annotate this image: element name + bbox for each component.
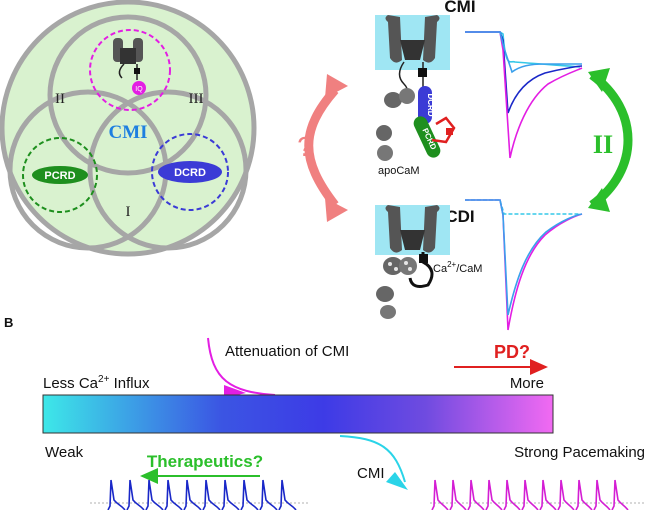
bottom-cam-lobe-2	[380, 305, 396, 319]
weak-spike	[126, 479, 145, 510]
dcrd-label: DCRD	[174, 167, 206, 179]
red-link-icon	[431, 116, 456, 144]
strong-pacemaking-label: Strong Pacemaking	[514, 444, 645, 461]
strong-spike	[485, 479, 503, 510]
top-iq-square	[418, 68, 427, 77]
apocam-label: apoCaM	[378, 165, 420, 177]
top-current-traces	[465, 31, 583, 159]
pcrd-label: PCRD	[44, 170, 75, 182]
red-square-icon	[446, 128, 453, 135]
region-i-label: I	[126, 204, 131, 220]
bottom-channel-pore	[400, 230, 425, 250]
weak-spike	[145, 479, 164, 510]
channel-schematics: ? CMI apoCaM DCRD PCRD CDI C	[297, 0, 633, 331]
weak-spike	[240, 479, 259, 510]
cmi-center-label: CMI	[108, 122, 147, 143]
strong-spike	[557, 479, 575, 510]
apocam-lobe-2	[377, 145, 393, 161]
region-iii-label: III	[189, 91, 204, 107]
venn-right-circle	[87, 89, 249, 251]
green-arrow-up-icon	[588, 68, 610, 92]
strong-spike	[449, 479, 467, 510]
weak-spike	[107, 479, 126, 510]
pd-label: PD?	[494, 342, 530, 362]
calcium-gradient-bar	[42, 394, 554, 434]
question-arrow-up-icon	[325, 74, 348, 98]
panel-b: B Attenuation of CMI PD? Less Ca2+ Influ…	[4, 315, 645, 510]
weak-spike	[164, 479, 183, 510]
question-arc	[304, 87, 339, 208]
top-channel-left-lobe	[385, 15, 402, 63]
ca-cam-label: Ca2+/CaM	[433, 260, 482, 275]
venn-top-circle	[47, 14, 209, 176]
question-arrow-down-icon	[325, 198, 348, 222]
dcrd-bar-label: DCRD	[426, 93, 435, 116]
question-mark: ?	[297, 131, 313, 162]
cmi-title: CMI	[444, 0, 475, 16]
bottom-iq-square	[419, 254, 428, 263]
pcrd-dashed-circle	[22, 137, 98, 213]
cmi-label-b: CMI	[357, 465, 385, 482]
top-cam-lobe-1	[384, 92, 402, 108]
pcrd-oval	[32, 166, 88, 184]
strong-spike	[593, 479, 611, 510]
cdi-title: CDI	[445, 207, 474, 226]
venn-outer-circle	[0, 0, 257, 257]
caCaM-lobe-1	[383, 257, 403, 275]
apocam-lobe-1	[376, 125, 392, 141]
roman-ii-green: II	[593, 130, 613, 159]
dcrd-dashed-circle	[151, 133, 229, 211]
weak-spike	[221, 479, 240, 510]
bottom-channel-right-lobe	[423, 205, 440, 253]
less-influx-label: Less Ca2+ Influx	[43, 374, 150, 392]
bottom-loop	[408, 252, 434, 288]
top-cam-lobe-2	[399, 88, 415, 104]
strong-spike	[611, 479, 629, 510]
weak-pacemaking-spikes	[107, 479, 297, 510]
attenuation-line	[207, 337, 276, 396]
top-channel-pore	[400, 40, 425, 60]
strong-spike	[575, 479, 593, 510]
bottom-current-traces	[465, 199, 583, 331]
green-arrow-down-icon	[588, 188, 610, 212]
caCaM-lobe-2	[399, 257, 417, 275]
dcrd-oval	[158, 161, 222, 183]
top-channel-right-lobe	[423, 15, 440, 63]
iq-label: IQ	[135, 86, 143, 93]
more-label: More	[510, 375, 544, 392]
cmi-arrow-icon	[386, 472, 408, 490]
strong-spike	[431, 479, 449, 510]
weak-spike	[183, 479, 202, 510]
venn-diagram: IQ II III CMI I PCRD DCRD	[0, 0, 257, 257]
bottom-channel-left-lobe	[385, 205, 402, 253]
weak-spike	[259, 479, 278, 510]
mini-channel-icon	[113, 38, 146, 95]
iq-dashed-circle	[89, 29, 171, 111]
bottom-cam-lobe-1	[376, 286, 394, 302]
green-arc	[589, 71, 633, 209]
cmi-line	[339, 435, 406, 483]
weak-spike	[278, 479, 297, 510]
strong-spike	[503, 479, 521, 510]
dcrd-bar	[418, 86, 432, 124]
panel-b-letter: B	[4, 315, 13, 330]
weak-label: Weak	[45, 444, 84, 461]
strong-spike	[521, 479, 539, 510]
pcrd-bar	[413, 116, 441, 158]
region-ii-label: II	[55, 91, 65, 107]
therapeutics-label: Therapeutics?	[147, 452, 263, 471]
attenuation-label: Attenuation of CMI	[225, 343, 349, 360]
strong-spike	[467, 479, 485, 510]
strong-spike	[539, 479, 557, 510]
strong-pacemaking-spikes	[431, 479, 629, 510]
weak-spike	[202, 479, 221, 510]
